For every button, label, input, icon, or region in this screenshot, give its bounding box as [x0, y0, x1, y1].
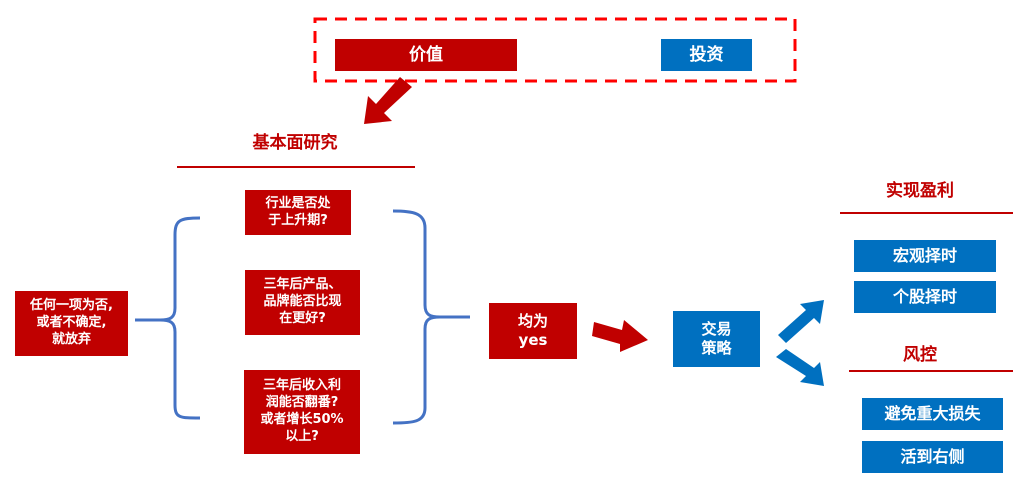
- arrow-right-icon: [592, 320, 648, 352]
- strategy-box: 交易 策略: [673, 311, 760, 367]
- profit-item-macro-timing: 宏观择时: [854, 240, 996, 272]
- profit-item-label: 个股择时: [892, 286, 957, 306]
- risk-heading-rule: [849, 370, 1013, 372]
- left-brace: [135, 216, 201, 420]
- value-box: 价值: [335, 39, 517, 71]
- invest-box: 投资: [661, 39, 752, 71]
- profit-heading: 实现盈利: [886, 181, 954, 201]
- risk-item-label: 活到右侧: [900, 446, 965, 466]
- profit-item-stock-timing: 个股择时: [854, 281, 996, 313]
- value-label: 价值: [409, 44, 443, 65]
- arrow-up-right-icon: [778, 300, 824, 343]
- invest-label: 投资: [689, 44, 724, 65]
- fundamental-heading: 基本面研究: [252, 133, 338, 153]
- dashed-group-border: [313, 17, 797, 83]
- reject-rule-text: 任何一项为否, 或者不确定, 就放弃: [30, 298, 113, 347]
- profit-heading-rule: [840, 212, 1013, 214]
- risk-item-label: 避免重大损失: [884, 403, 981, 423]
- reject-rule-box: 任何一项为否, 或者不确定, 就放弃: [15, 291, 128, 356]
- fundamental-heading-rule: [177, 166, 415, 168]
- question-text: 三年后产品、 品牌能否比现 在更好?: [263, 277, 342, 326]
- all-yes-text: 均为 yes: [517, 311, 548, 350]
- question-box-profit: 三年后收入利 润能否翻番? 或者增长50% 以上?: [244, 370, 360, 454]
- arrow-down-right-icon: [776, 349, 824, 386]
- strategy-text: 交易 策略: [701, 319, 732, 358]
- profit-item-label: 宏观择时: [892, 245, 957, 265]
- all-yes-box: 均为 yes: [489, 303, 577, 359]
- right-brace: [392, 209, 470, 425]
- risk-item-survive: 活到右侧: [862, 441, 1003, 473]
- risk-item-avoid-loss: 避免重大损失: [862, 398, 1003, 430]
- risk-heading: 风控: [903, 345, 937, 365]
- question-box-brand: 三年后产品、 品牌能否比现 在更好?: [245, 270, 360, 335]
- arrow-down-left-icon: [364, 77, 412, 124]
- question-box-industry: 行业是否处 于上升期?: [245, 190, 351, 235]
- question-text: 三年后收入利 润能否翻番? 或者增长50% 以上?: [260, 378, 344, 444]
- question-text: 行业是否处 于上升期?: [265, 195, 331, 228]
